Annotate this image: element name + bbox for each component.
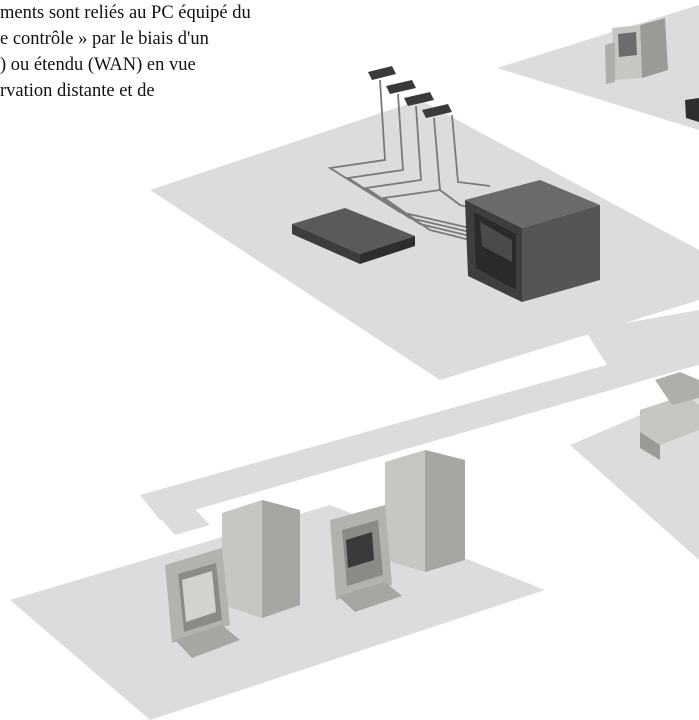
floor-top-right: [497, 5, 699, 130]
floor-areas: [10, 5, 699, 720]
description-text: ments sont reliés au PC équipé du e cont…: [0, 0, 330, 104]
description-line-1: ments sont reliés au PC équipé du: [0, 3, 251, 23]
description-line-4: rvation distante et de: [0, 81, 155, 101]
desktop-pc-icon: [165, 500, 300, 658]
corridor-right-link: [585, 310, 699, 370]
desktop-pc-icon: [605, 18, 668, 84]
dvr-recorder-icon: [685, 98, 699, 122]
network-corridors: [140, 310, 699, 535]
dvr-recorder-icon: [292, 208, 415, 264]
corridor-down: [140, 488, 210, 535]
description-line-2: e contrôle » par le biais d'un: [0, 29, 209, 49]
corridor-right-stub: [640, 340, 699, 375]
printer-icon: [640, 372, 699, 460]
floor-center: [150, 100, 699, 380]
camera-icon: [368, 66, 452, 118]
description-line-3: ) ou étendu (WAN) en vue: [0, 55, 196, 75]
monitor-icon: [465, 180, 600, 302]
desktop-pc-icon: [330, 450, 465, 612]
corridor-main: [140, 350, 680, 520]
